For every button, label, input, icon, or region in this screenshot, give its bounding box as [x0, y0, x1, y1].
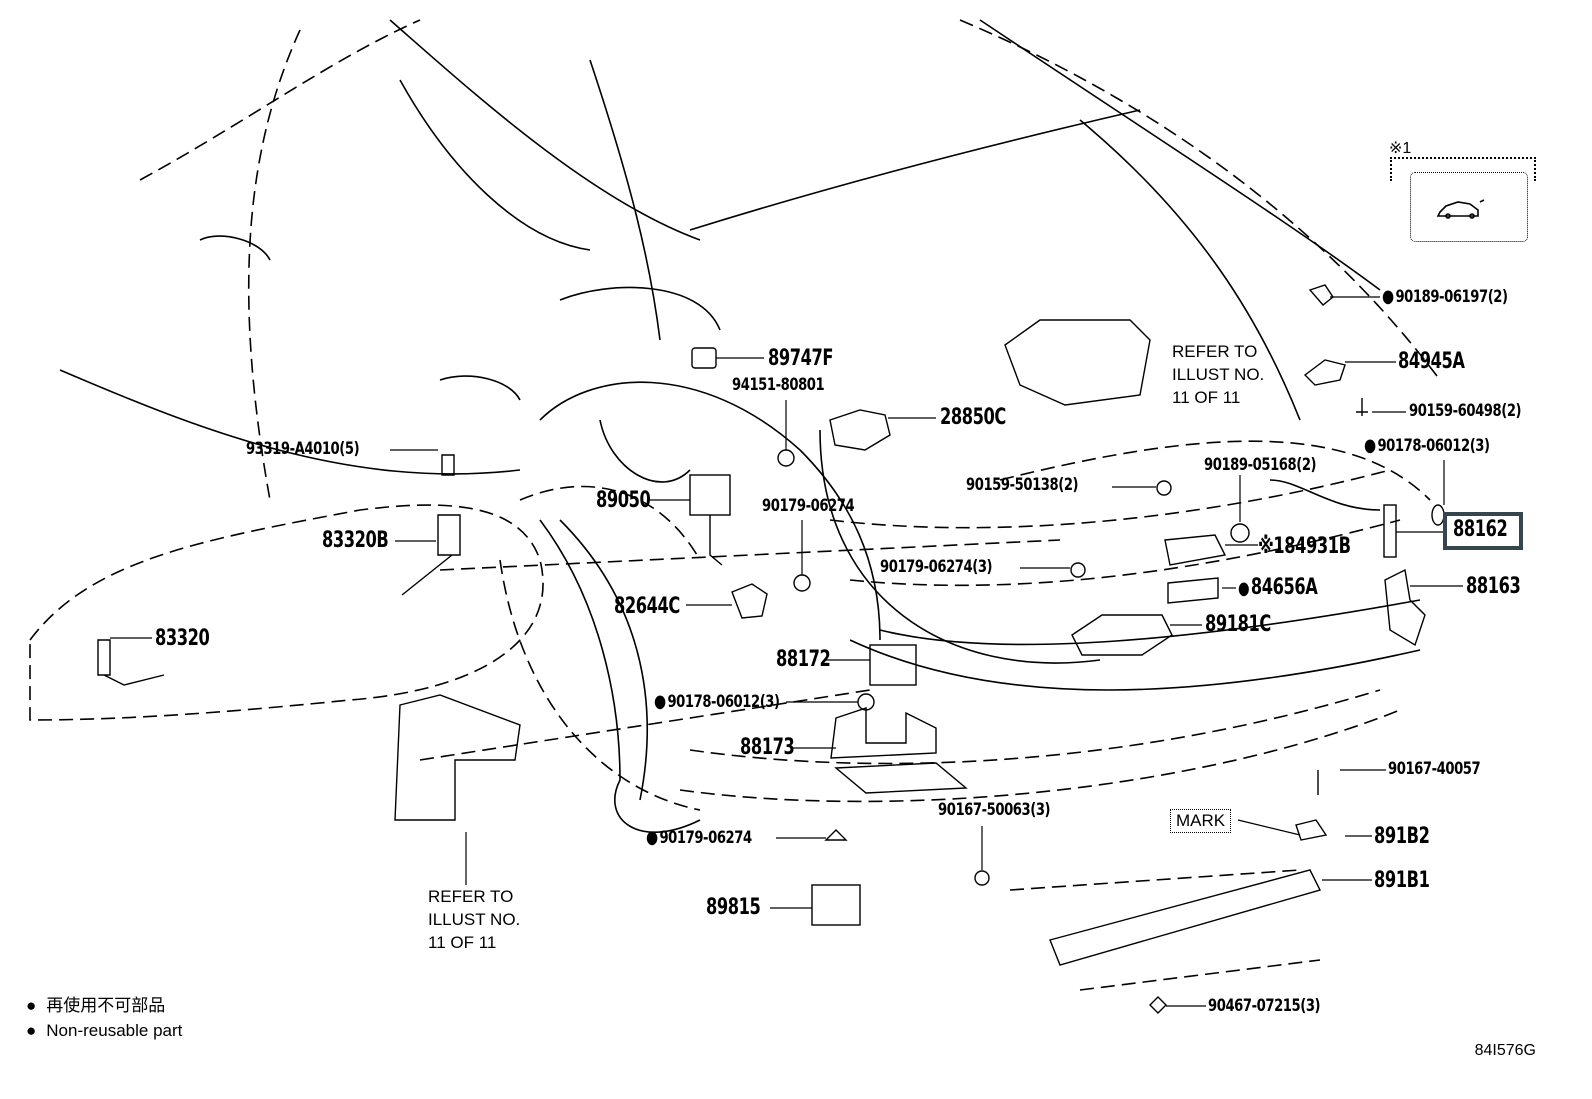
illustration-code: 84I576G — [1474, 1042, 1536, 1059]
part-90159-60498-shape — [1356, 398, 1368, 416]
part-88162-shape — [1383, 504, 1397, 558]
part-label-89181C[interactable]: 89181C — [1205, 612, 1271, 637]
part-label-88173[interactable]: 88173 — [740, 735, 795, 760]
part-82644C-shape — [731, 583, 768, 619]
part-label-84656A[interactable]: 84656A — [1238, 577, 1318, 599]
part-label-28850C[interactable]: 28850C — [940, 405, 1006, 430]
part-88163-shape — [1384, 568, 1426, 647]
part-label-90179-06274[interactable]: 90179-06274 — [762, 496, 855, 516]
part-label-90159-50138[interactable]: 90159-50138(2) — [966, 475, 1079, 495]
trunk-selector-button[interactable] — [1410, 172, 1528, 242]
part-label-82644C[interactable]: 82644C — [614, 594, 680, 619]
legend-item-en: Non-reusable part — [26, 1018, 182, 1043]
leader-lines — [110, 296, 1463, 1007]
selector-header: ※1 — [1389, 140, 1412, 157]
part-90189-05168-shape — [1230, 523, 1250, 543]
part-89050-bracket — [709, 515, 723, 566]
part-label-94151-80801[interactable]: 94151-80801 — [732, 375, 825, 395]
part-28850C-shape — [829, 409, 891, 451]
part-label-90178-06012[interactable]: 90178-06012(3) — [654, 693, 780, 711]
part-891B2-shape — [1295, 819, 1328, 841]
part-label-88162[interactable]: 88162 — [1453, 517, 1508, 542]
part-label-88172[interactable]: 88172 — [776, 647, 831, 672]
part-label-90167-40057[interactable]: 90167-40057 — [1388, 759, 1481, 779]
part-label-89815[interactable]: 89815 — [706, 895, 761, 920]
part-label-83320B[interactable]: 83320B — [322, 528, 389, 553]
refer-note-fusebox[interactable]: REFER TO ILLUST NO. 11 OF 11 — [428, 887, 521, 952]
part-label-891B2[interactable]: 891B2 — [1374, 824, 1430, 849]
part-label-891B1[interactable]: 891B1 — [1374, 868, 1430, 893]
washer-tank-shape — [1004, 319, 1151, 406]
car-solid-lines — [59, 19, 1421, 833]
part-89747F-shape — [691, 347, 717, 369]
part-label-90189-06197[interactable]: 90189-06197(2) — [1382, 288, 1508, 306]
part-label-83320[interactable]: 83320 — [155, 626, 210, 651]
part-label-90179-06274-3[interactable]: 90179-06274(3) — [880, 557, 993, 577]
part-label-90178-06012-top[interactable]: 90178-06012(3) — [1364, 437, 1490, 455]
car-trunk-open-icon — [1436, 199, 1485, 219]
part-891B1-shape — [1049, 869, 1322, 966]
part-90159-50138-shape — [1156, 480, 1172, 496]
part-label-84945A[interactable]: 84945A — [1398, 349, 1465, 374]
part-84945A-shape — [1303, 359, 1346, 386]
part-90189-shape — [1308, 284, 1334, 306]
part-89050-shape — [689, 474, 731, 516]
part-94151-shape — [777, 449, 795, 467]
part-90179-06274-shape — [793, 574, 811, 592]
legend: 再使用不可部品 Non-reusable part — [26, 993, 182, 1043]
mark-label: MARK — [1170, 809, 1232, 833]
part-83320B-wire — [401, 554, 453, 596]
part-90179-06274-3-shape — [1070, 562, 1086, 578]
part-label-90189-05168[interactable]: 90189-05168(2) — [1204, 455, 1317, 475]
part-label-93319-A4010[interactable]: 93319-A4010(5) — [246, 439, 360, 459]
part-83320-shape — [97, 639, 165, 686]
highlight-box — [1443, 512, 1523, 550]
part-89181C-shape — [1071, 614, 1173, 656]
part-label-90179-06274-dot[interactable]: 90179-06274 — [646, 829, 752, 847]
part-90179-06274-dot-shape — [824, 829, 848, 841]
part-90467-shape — [1149, 996, 1167, 1014]
part-label-90167-50063[interactable]: 90167-50063(3) — [938, 800, 1051, 820]
part-88173-shape — [830, 707, 968, 794]
part-89815-shape — [811, 884, 861, 926]
part-88172-shape — [869, 644, 917, 686]
part-label-90159-60498[interactable]: 90159-60498(2) — [1409, 401, 1522, 421]
fuse-box-shape — [394, 694, 521, 821]
part-label-88163[interactable]: 88163 — [1466, 574, 1521, 599]
legend-item-ja: 再使用不可部品 — [26, 993, 182, 1018]
part-label-89050[interactable]: 89050 — [596, 488, 651, 513]
part-84931B-shape — [1164, 534, 1227, 566]
selector-bracket — [1390, 157, 1536, 181]
part-90167-50063-shape — [974, 870, 990, 886]
part-label-84931B[interactable]: ※184931B — [1258, 534, 1351, 559]
refer-note-washer[interactable]: REFER TO ILLUST NO. 11 OF 11 — [1172, 342, 1265, 407]
part-label-90467-07215[interactable]: 90467-07215(3) — [1208, 996, 1321, 1016]
car-outline — [29, 19, 1441, 991]
part-shapes — [97, 284, 1445, 1014]
part-label-89747F[interactable]: 89747F — [768, 346, 834, 371]
part-84656A-shape — [1167, 577, 1219, 604]
part-93319-83320B-shape — [437, 454, 461, 556]
